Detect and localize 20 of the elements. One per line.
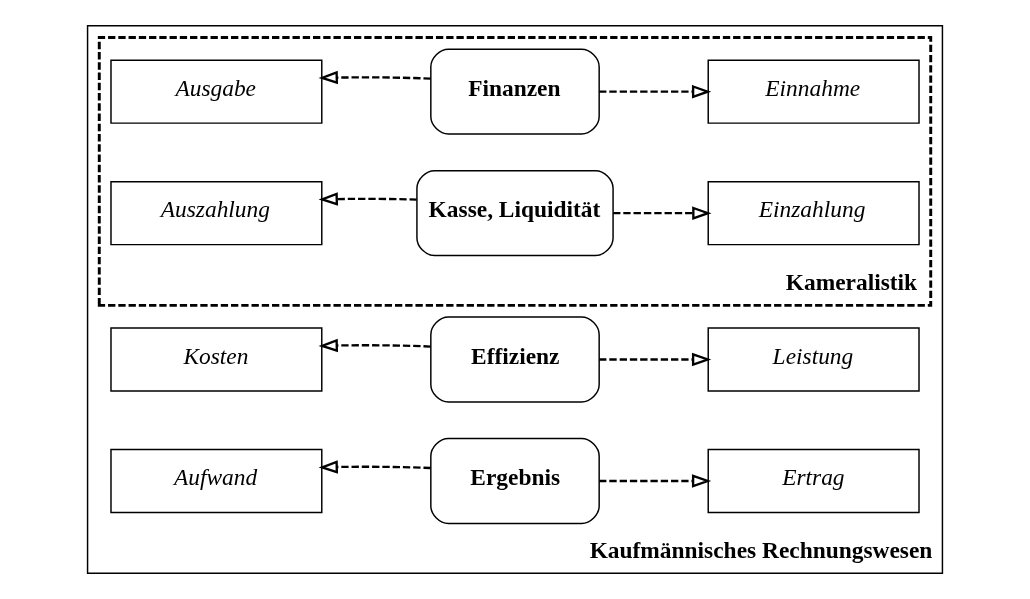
arrow (599, 352, 712, 367)
node-box: Ausgabe (110, 59, 323, 124)
node-box: Einzahlung (707, 180, 920, 246)
node-box: Einnahme (707, 59, 920, 124)
arrow (318, 70, 431, 85)
node-box: Effizienz (430, 316, 600, 403)
node-box: Kosten (110, 327, 323, 392)
node-box: Auszahlung (110, 180, 323, 246)
arrow (318, 338, 431, 353)
node-box: Ergebnis (430, 437, 600, 525)
arrow (599, 84, 712, 99)
arrow (318, 460, 431, 474)
node-box: Finanzen (430, 48, 600, 135)
arrow (318, 192, 417, 206)
node-box: Kasse, Liquidität (416, 169, 614, 257)
node-box: Leistung (707, 327, 920, 392)
arrow (599, 474, 712, 488)
arrow (613, 206, 712, 220)
node-box: Ertrag (707, 448, 920, 514)
node-box: Aufwand (110, 448, 323, 514)
